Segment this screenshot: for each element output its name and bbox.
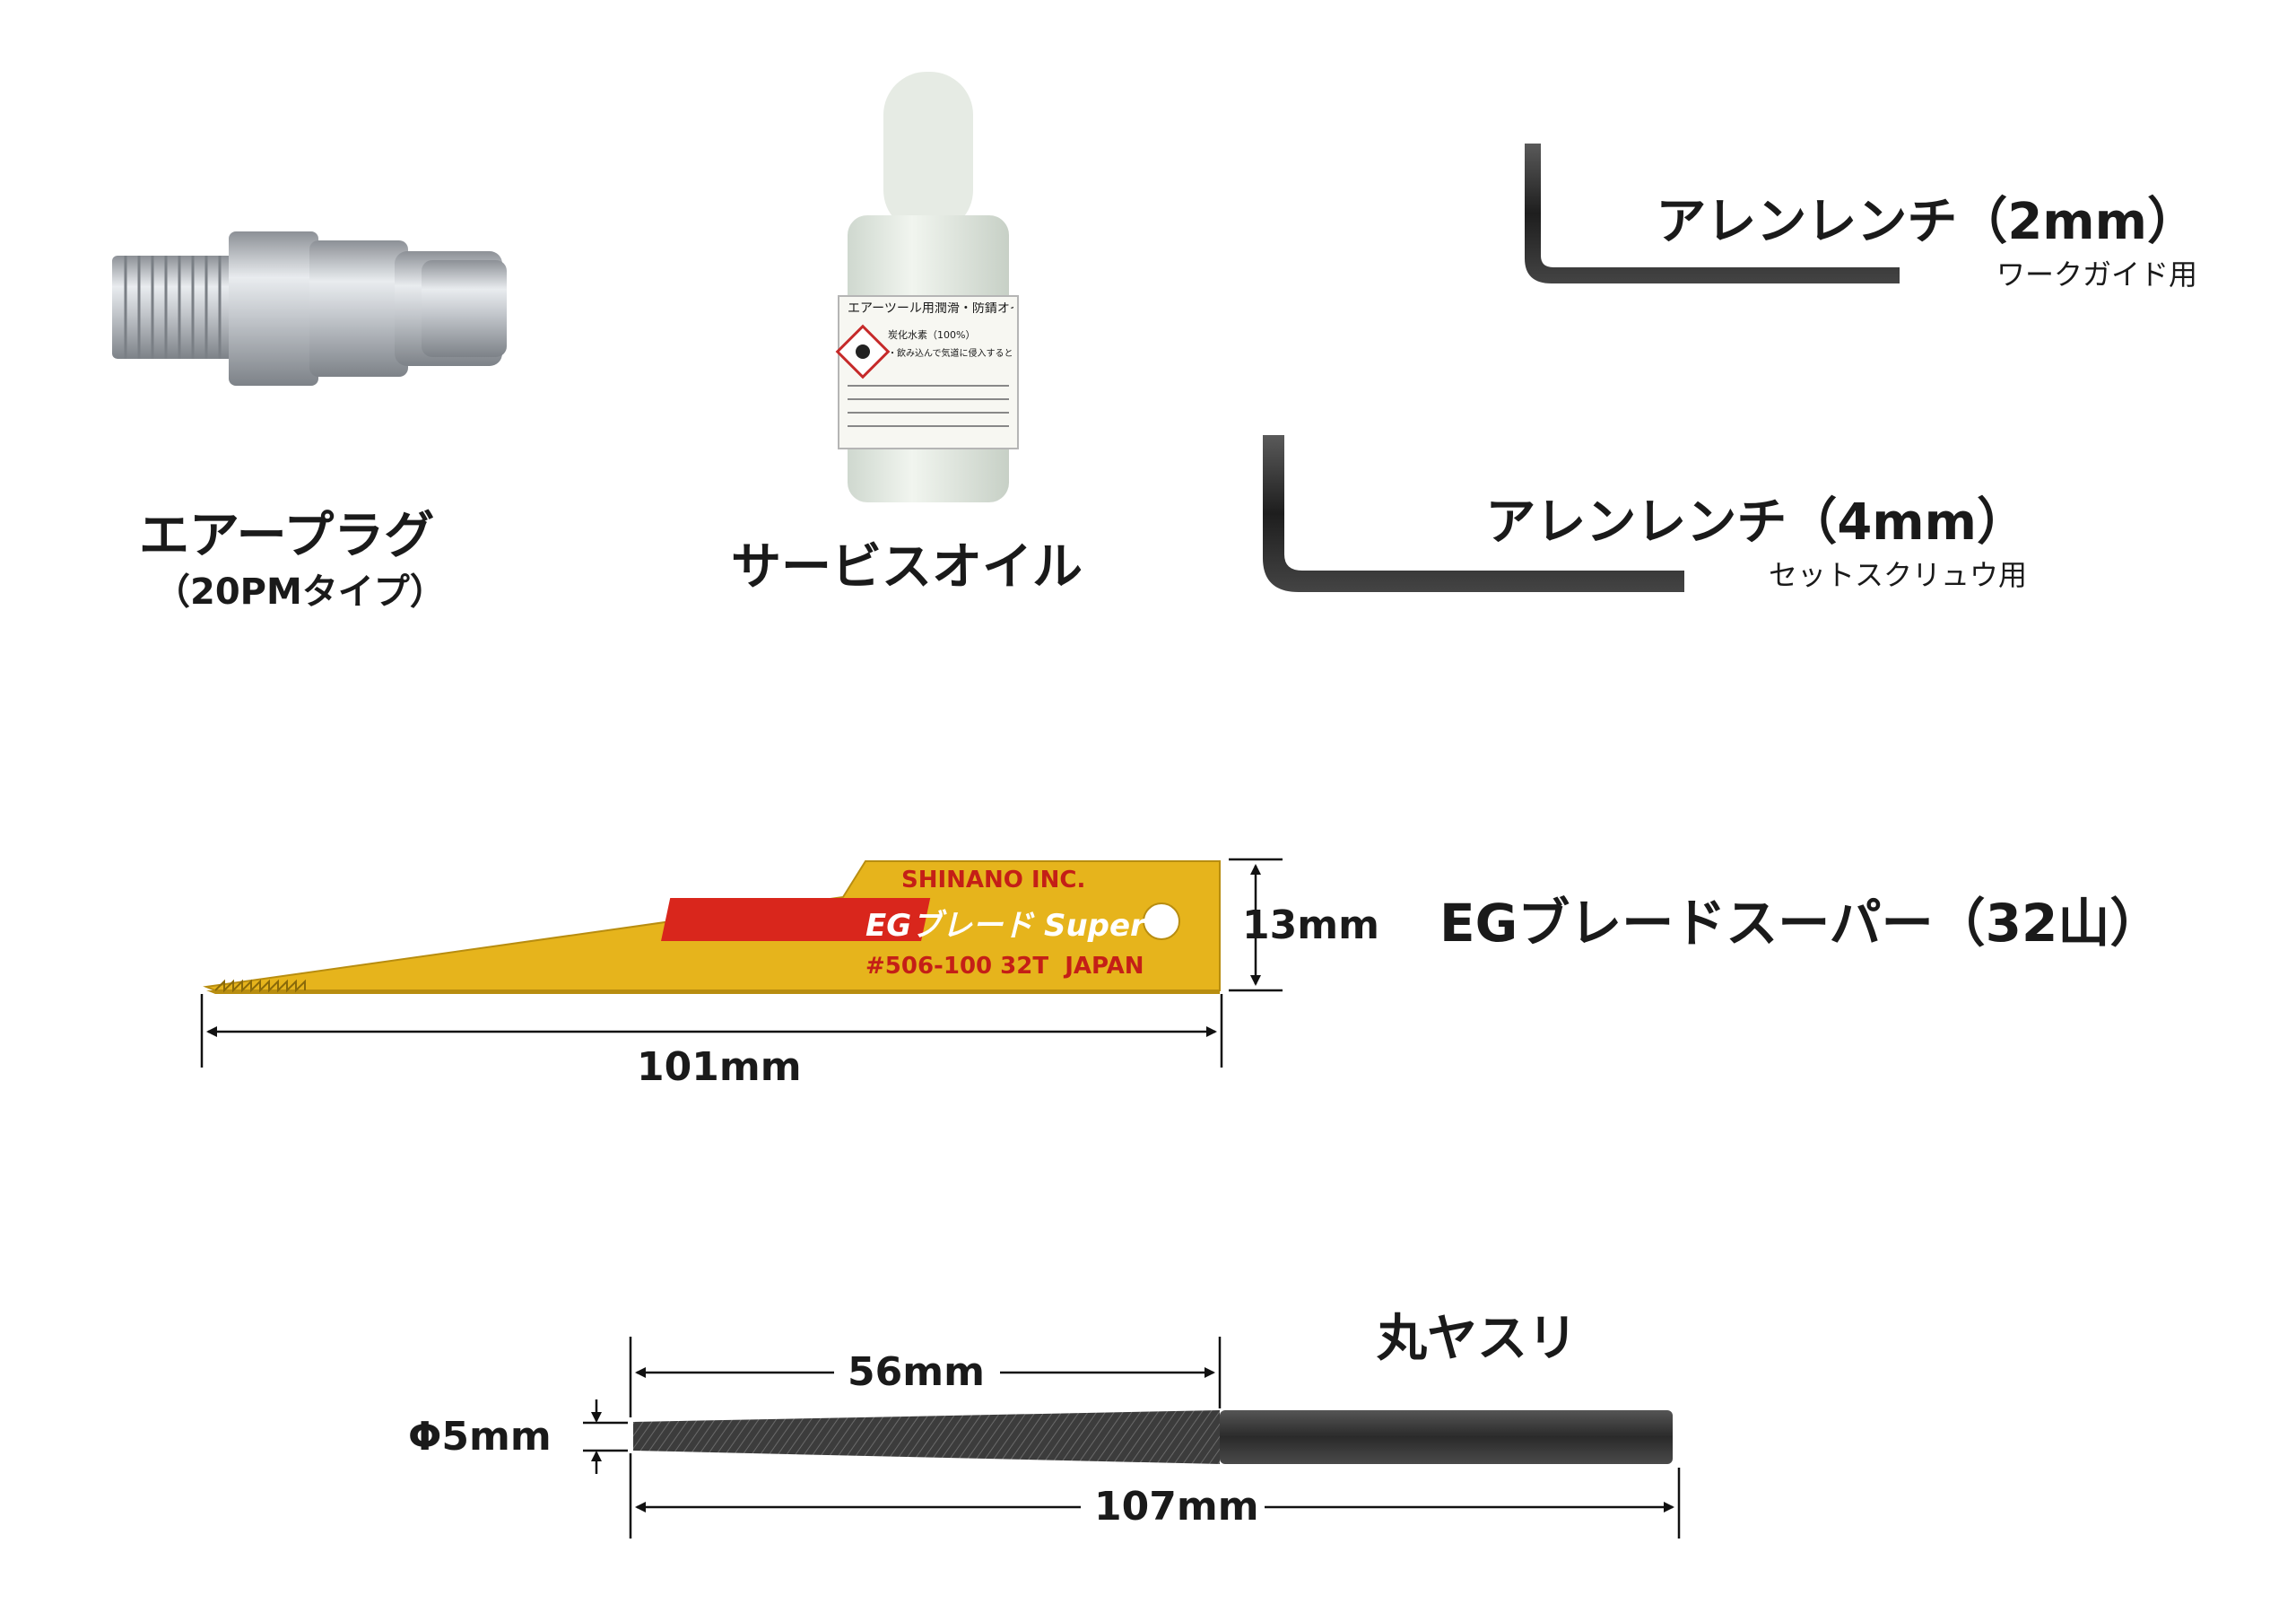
blade-width-dimension bbox=[1229, 858, 1283, 992]
blade-brand: SHINANO INC. bbox=[901, 867, 1086, 894]
round-file-cut-length-label: 56mm bbox=[848, 1349, 985, 1395]
service-oil-image bbox=[835, 72, 1019, 502]
allen-wrench-2mm-name: アレンレンチ（2mm） bbox=[1656, 193, 2197, 251]
allen-wrench-4mm-image bbox=[1263, 435, 1684, 592]
allen-wrench-4mm-name: アレンレンチ（4mm） bbox=[1485, 493, 2027, 552]
blade-code: #506-100 32T JAPAN bbox=[865, 953, 1144, 980]
allen-wrench-4mm-use: セットスクリュウ用 bbox=[1768, 558, 2027, 592]
file-cut-length-dimension bbox=[629, 1337, 1222, 1417]
allen-wrench-2mm-image bbox=[1525, 144, 1900, 283]
air-plug-type: （20PMタイプ） bbox=[154, 571, 446, 613]
allen-wrench-2mm-use: ワークガイド用 bbox=[1996, 257, 2197, 292]
round-file-name: 丸ヤスリ bbox=[1377, 1310, 1578, 1368]
file-diameter-dimension bbox=[583, 1399, 628, 1474]
air-plug-name: エアープラグ bbox=[139, 507, 435, 565]
round-file-diameter-label: Φ5mm bbox=[408, 1414, 552, 1460]
bottle-label-hazard: ・飲み込んで気道に侵入すると生命に危険のおそれ bbox=[888, 349, 1013, 359]
service-oil-name: サービスオイル bbox=[731, 538, 1083, 597]
blade-length-label: 101mm bbox=[637, 1044, 802, 1090]
eg-blade-image bbox=[203, 860, 1221, 994]
round-file-total-length-label: 107mm bbox=[1094, 1484, 1259, 1530]
blade-length-dimension bbox=[200, 994, 1223, 1068]
blade-width-label: 13mm bbox=[1242, 902, 1379, 948]
file-total-length-dimension bbox=[629, 1453, 1681, 1539]
blade-name: EGブレードスーパー（32山） bbox=[1439, 893, 2162, 954]
air-plug-image bbox=[112, 231, 507, 386]
bottle-label-content: 炭化水素（100%） bbox=[888, 329, 976, 341]
bottle-label-title: エアーツール用潤滑・防錆オイル bbox=[848, 302, 1013, 316]
round-file-image bbox=[633, 1410, 1673, 1464]
blade-logo: EGブレード Super bbox=[865, 908, 1145, 944]
